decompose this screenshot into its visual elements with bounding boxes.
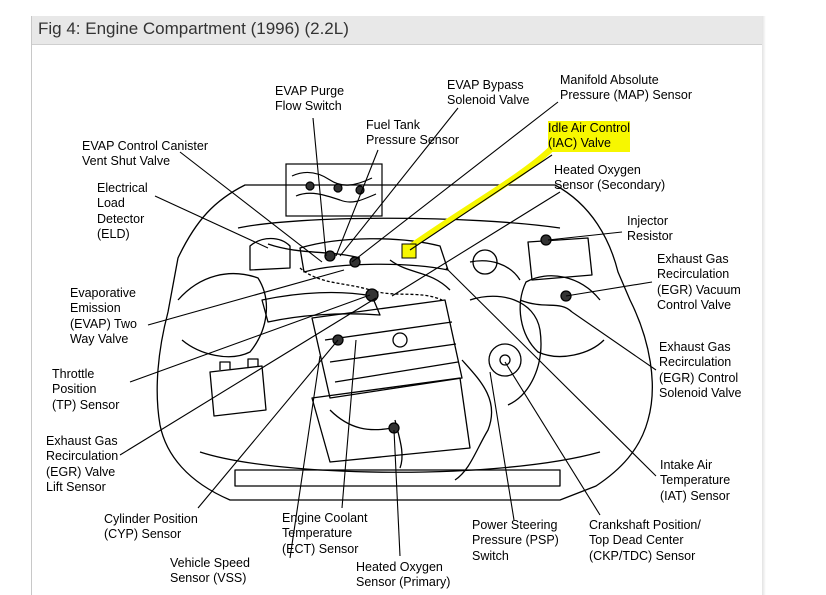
label-tp-sensor: Throttle Position (TP) Sensor [52, 367, 120, 412]
right-strut-tower [519, 275, 605, 358]
hose-2 [389, 259, 451, 291]
label-psp-switch: Power Steering Pressure (PSP) Switch [472, 518, 559, 563]
label-cyp-sensor: Cylinder Position (CYP) Sensor [104, 512, 198, 542]
timing-cover [469, 295, 542, 406]
left-strut-tower [177, 272, 268, 358]
engine-illustration [156, 184, 653, 501]
label-egr-vacuum: Exhaust Gas Recirculation (EGR) Vacuum C… [657, 252, 741, 313]
leader-ckp [504, 361, 601, 516]
leader-cyp [197, 339, 339, 509]
leader-tp [129, 294, 371, 383]
pulley-hub [499, 354, 511, 366]
label-map-sensor: Manifold Absolute Pressure (MAP) Sensor [560, 73, 692, 103]
firewall-outline [237, 217, 561, 229]
leader-egr-control [571, 311, 657, 371]
valve-cover [311, 299, 463, 399]
engine-block [311, 377, 471, 463]
label-ect-sensor: Engine Coolant Temperature (ECT) Sensor [282, 511, 368, 556]
hose-1 [267, 243, 361, 259]
leader-ho2s-primary [393, 429, 401, 557]
leader-egr-lift [119, 297, 377, 456]
leader-evap-bypass [339, 107, 459, 257]
battery [209, 365, 267, 417]
leader-ho2s-secondary [391, 191, 561, 297]
valve-cover-ridge [324, 321, 459, 383]
iac-highlight-marker [407, 147, 553, 250]
leader-ect [341, 339, 357, 509]
coolant-reservoir [472, 249, 498, 275]
label-egr-control-solenoid: Exhaust Gas Recirculation (EGR) Control … [659, 340, 742, 401]
leader-eld [154, 195, 269, 249]
label-evap-purge-flow-switch: EVAP Purge Flow Switch [275, 84, 345, 114]
iac-highlight-box [401, 243, 417, 259]
inset-detail [285, 163, 383, 217]
label-heated-o2-primary: Heated Oxygen Sensor (Primary) [356, 560, 451, 590]
label-iat-sensor: Intake Air Temperature (IAT) Sensor [660, 458, 731, 503]
wiring-harness [299, 267, 443, 301]
leader-lines [119, 101, 657, 559]
label-injector-resistor: Injector Resistor [627, 214, 673, 244]
label-evap-two-way: Evaporative Emission (EVAP) Two Way Valv… [70, 286, 137, 347]
brake-master-cylinder [249, 237, 291, 271]
label-iac-valve: Idle Air Control (IAC) Valve [548, 121, 630, 152]
leader-egr-vacuum [565, 281, 653, 297]
leader-psp [489, 371, 515, 521]
fuse-box [527, 237, 593, 281]
leader-evap-two-way [147, 269, 345, 326]
pulley [488, 343, 522, 377]
leader-iat [445, 267, 657, 477]
hose-4 [519, 299, 573, 313]
leader-vss [289, 355, 321, 559]
figure-title: Fig 4: Engine Compartment (1996) (2.2L) [38, 19, 349, 38]
figure-title-bar: Fig 4: Engine Compartment (1996) (2.2L) [32, 16, 763, 45]
leader-injector-resistor [547, 231, 623, 241]
oil-filler-cap [392, 332, 408, 348]
sensor-blob [365, 288, 379, 302]
panel-edge-shadow [762, 16, 766, 595]
sensor-blob [324, 250, 336, 262]
label-evap-control-canister: EVAP Control Canister Vent Shut Valve [82, 139, 208, 169]
hose-5 [329, 409, 393, 431]
hose-3 [469, 260, 521, 281]
air-intake-duct [261, 291, 381, 323]
intake-plenum [299, 238, 449, 273]
leader-evap-canister [179, 151, 323, 263]
label-eld: Electrical Load Detector (ELD) [97, 181, 148, 242]
sensor-blob [349, 256, 361, 268]
label-heated-o2-secondary: Heated Oxygen Sensor (Secondary) [554, 163, 666, 193]
leader-map [351, 101, 559, 263]
leader-fuel-tank [335, 149, 379, 257]
radiator-support [199, 451, 601, 473]
label-fuel-tank-pressure: Fuel Tank Pressure Sensor [366, 118, 460, 148]
label-ckp-tdc-sensor: Crankshaft Position/ Top Dead Center (CK… [589, 518, 701, 563]
leader-iac [409, 154, 553, 251]
leader-evap-purge [312, 117, 327, 257]
exhaust-manifold [454, 359, 493, 481]
fender-outline [156, 184, 653, 501]
label-egr-lift: Exhaust Gas Recirculation (EGR) Valve Li… [46, 434, 119, 495]
label-evap-bypass-solenoid: EVAP Bypass Solenoid Valve [447, 78, 530, 108]
label-vss: Vehicle Speed Sensor (VSS) [170, 556, 250, 586]
radiator-bar [234, 469, 561, 487]
battery-terminal [219, 358, 259, 370]
